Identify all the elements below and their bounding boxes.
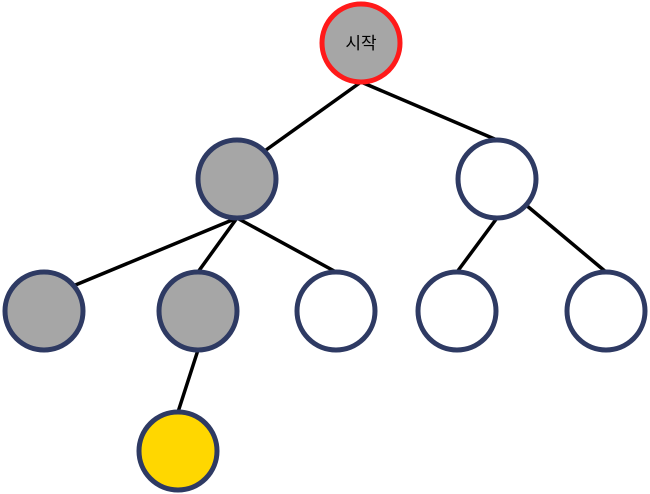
tree-node-n6 <box>415 269 499 353</box>
tree-node-n4 <box>156 269 240 353</box>
tree-node-circle-n8 <box>136 409 220 493</box>
tree-node-n5 <box>294 269 378 353</box>
tree-node-circle-n4 <box>156 269 240 353</box>
tree-node-circle-n2 <box>455 137 539 221</box>
tree-node-label-root: 시작 <box>345 34 377 54</box>
tree-edge-n2-n6 <box>455 216 499 274</box>
tree-node-circle-n3 <box>2 269 86 353</box>
edges-layer <box>71 80 608 414</box>
tree-node-n2 <box>455 137 539 221</box>
tree-edge-n4-n8 <box>176 348 200 414</box>
tree-edge-n1-n3 <box>71 216 239 288</box>
tree-node-circle-n7 <box>564 269 648 353</box>
tree-node-n7 <box>564 269 648 353</box>
tree-node-circle-n1 <box>195 137 279 221</box>
tree-node-circle-n5 <box>294 269 378 353</box>
tree-edge-root-n1 <box>264 80 363 152</box>
tree-edge-root-n2 <box>359 80 499 142</box>
tree-node-n1 <box>195 137 279 221</box>
tree-node-circle-n6 <box>415 269 499 353</box>
tree-edge-n1-n4 <box>196 216 239 274</box>
tree-edge-n2-n7 <box>524 203 608 274</box>
tree-node-circle-root <box>319 1 403 85</box>
tree-edge-n1-n5 <box>235 216 338 274</box>
tree-node-n8 <box>136 409 220 493</box>
tree-node-root: 시작 <box>319 1 403 85</box>
tree-node-n3 <box>2 269 86 353</box>
